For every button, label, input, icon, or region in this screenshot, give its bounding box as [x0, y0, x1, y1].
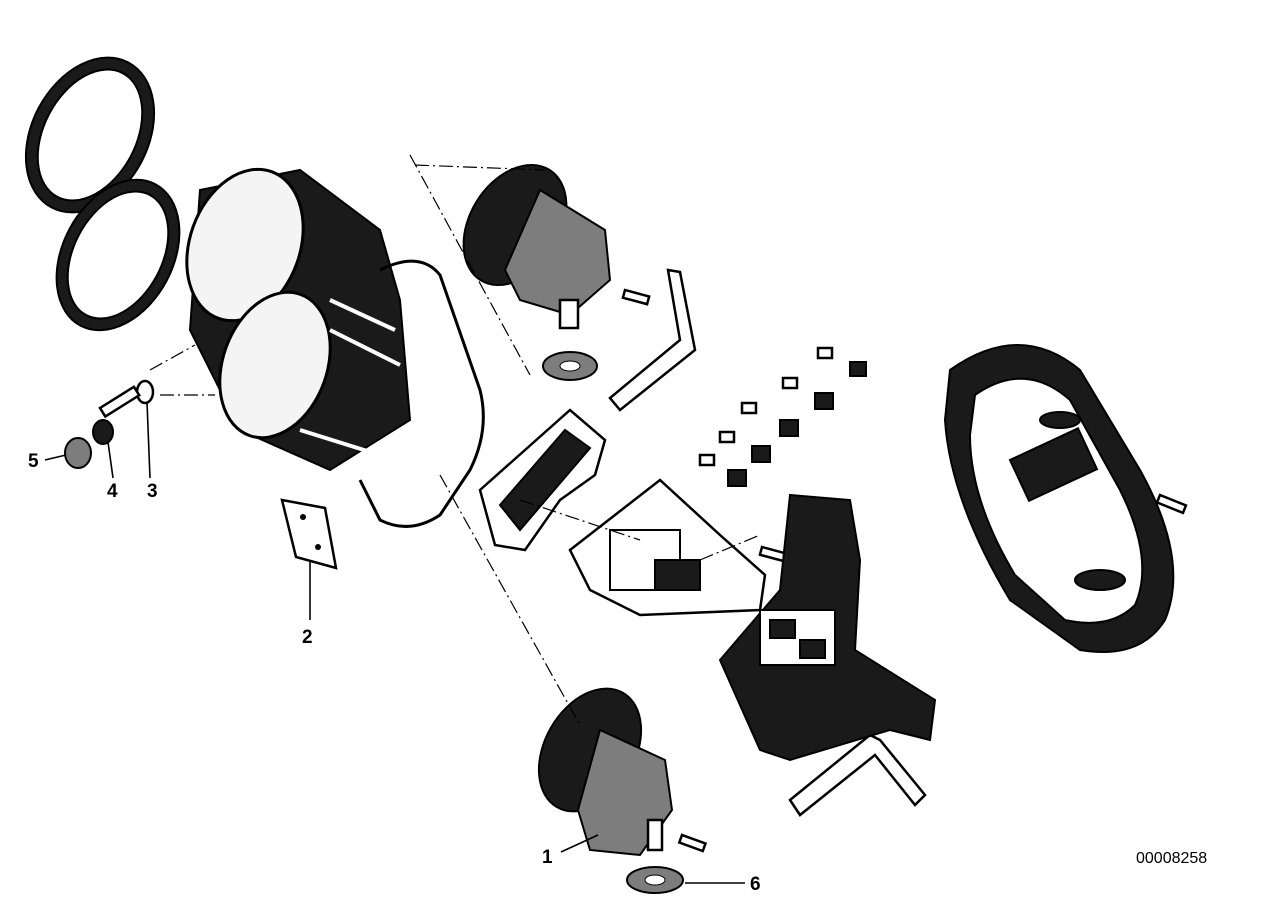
callout-3: 3: [147, 481, 158, 502]
rear-cover: [943, 344, 1175, 653]
callout-6: 6: [750, 874, 761, 895]
bezel-ring-lower: [55, 178, 181, 332]
callout-1: 1: [542, 847, 553, 868]
bulb-sockets: [698, 346, 867, 487]
mounting-plate: [280, 498, 338, 570]
assembly-lines: [149, 154, 761, 726]
circuit-carrier: [568, 478, 767, 617]
printed-circuit-holder: [718, 493, 937, 762]
callout-2: 2: [302, 627, 313, 648]
bracket-upper: [608, 268, 697, 412]
gauge-movement-upper: [462, 163, 612, 381]
washer-part: [135, 379, 155, 405]
instrument-housing: [185, 167, 412, 472]
housing-gasket: [358, 259, 485, 528]
callout-4: 4: [107, 481, 118, 502]
leader-lines: [44, 401, 745, 884]
callout-5: 5: [28, 451, 39, 472]
small-screws: [621, 288, 1188, 853]
hex-nut-lower: [626, 866, 684, 894]
nut-part: [64, 437, 92, 469]
diagram-reference-number: 00008258: [1136, 850, 1207, 867]
bezel-ring-upper: [24, 56, 156, 214]
screw-part: [92, 385, 141, 445]
gauge-movement-lower: [537, 687, 674, 857]
